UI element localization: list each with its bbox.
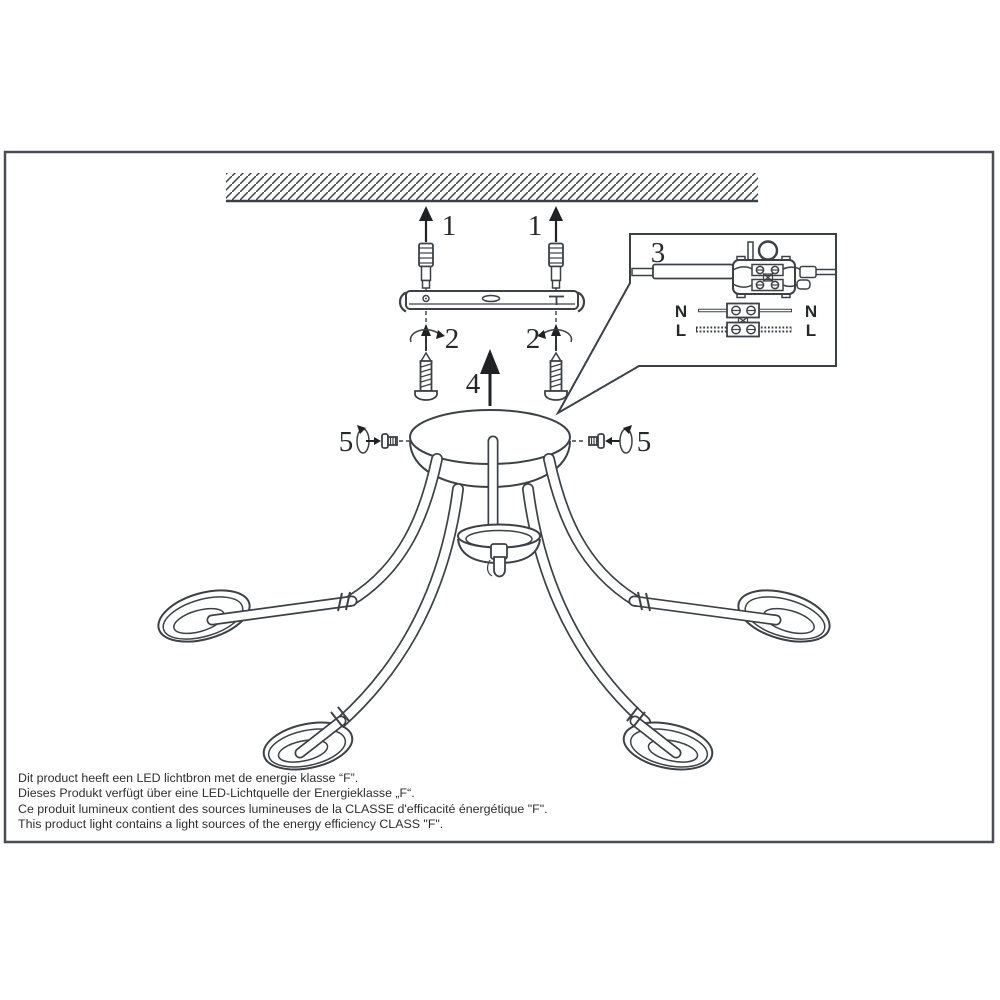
step2-label-right: 2 xyxy=(526,323,541,355)
ceiling-hatch xyxy=(226,173,758,200)
bolt-head xyxy=(597,433,605,449)
up-arrow-icon xyxy=(549,206,563,221)
step5-left: 5 xyxy=(339,425,410,458)
note-german: Dieses Produkt verfügt über eine LED-Lic… xyxy=(18,786,415,801)
connector-pin xyxy=(747,241,754,261)
live-label-left: L xyxy=(676,321,686,340)
step4-label: 4 xyxy=(466,368,481,400)
step5-label-left: 5 xyxy=(339,426,354,458)
connector-lug xyxy=(796,279,811,290)
arm-far-left xyxy=(344,453,443,607)
up-arrow-icon xyxy=(480,349,500,374)
bracket-hole-right xyxy=(549,295,564,305)
screw-right xyxy=(544,351,568,401)
step5-right: 5 xyxy=(572,425,651,458)
lamp-head-mid-left xyxy=(157,589,358,643)
lamp-head-bottom-right xyxy=(622,706,714,771)
neutral-label-left: N xyxy=(675,302,687,321)
step3-wiring-callout: 3 xyxy=(555,233,837,416)
step2-label-left: 2 xyxy=(445,323,460,355)
step5-label-right: 5 xyxy=(637,426,652,458)
rotation-arrow-icon xyxy=(619,428,633,454)
terminal-connector xyxy=(631,240,836,299)
step4-lift-arrow: 4 xyxy=(466,349,500,406)
bracket-slot xyxy=(481,294,501,303)
live-label-right: L xyxy=(806,321,816,340)
screw-head xyxy=(544,390,568,401)
lamp-head-mid-right xyxy=(628,589,831,643)
wall-plug-left xyxy=(418,242,434,289)
ceiling xyxy=(226,173,758,203)
central-disc xyxy=(457,523,541,578)
finial xyxy=(493,556,506,578)
chandelier xyxy=(157,435,831,771)
energy-class-notes: Dit product heeft een LED lichtbron met … xyxy=(18,771,958,832)
wall-plug-right xyxy=(548,242,564,289)
diagram-frame xyxy=(3,150,995,844)
callout-box xyxy=(555,233,837,416)
neutral-label-right: N xyxy=(805,302,817,321)
screw-left xyxy=(414,351,438,401)
rotation-arrow-right xyxy=(537,324,573,351)
lamp-head-bottom-left xyxy=(262,706,354,771)
step1-label-left: 1 xyxy=(442,210,457,242)
screw-head xyxy=(414,390,438,401)
mounting-bracket xyxy=(398,290,586,313)
step3-label: 3 xyxy=(651,237,666,269)
note-french: Ce produit lumineux contient des sources… xyxy=(18,801,548,816)
up-arrow-icon xyxy=(419,206,433,221)
arm-inner-right xyxy=(522,483,651,728)
step2-screws: 2 2 xyxy=(409,311,573,401)
connector-ring xyxy=(757,240,779,261)
arm-inner-left xyxy=(335,483,464,728)
arm-far-right xyxy=(543,453,642,607)
rotation-arrow-left xyxy=(409,324,445,351)
step1-label-right: 1 xyxy=(528,210,543,242)
note-dutch: Dit product heeft een LED lichtbron met … xyxy=(18,771,359,785)
step5-side-bolts: 5 5 xyxy=(339,425,651,458)
note-english: This product light contains a light sour… xyxy=(18,816,444,831)
wiring-schematic: N N L L xyxy=(675,302,817,340)
